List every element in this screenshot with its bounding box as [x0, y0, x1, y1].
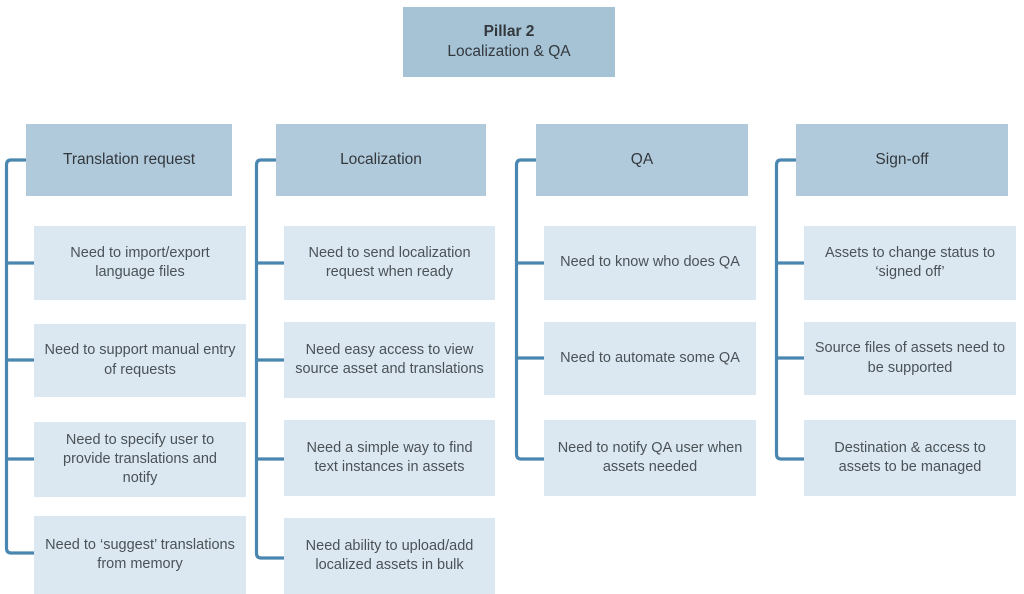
connector-col-1 [4, 158, 34, 555]
leaf-node-col2-item4[interactable]: Need ability to upload/add localized ass… [284, 518, 495, 594]
pillar-header-sign-off[interactable]: Sign-off [796, 124, 1008, 196]
leaf-node-col3-item2[interactable]: Need to automate some QA [544, 322, 756, 395]
leaf-node-label: Need to know who does QA [560, 254, 740, 271]
root-node-text: Pillar 2 Localization & QA [447, 22, 570, 63]
leaf-node-col1-item1[interactable]: Need to import/export language files [34, 226, 246, 300]
leaf-node-col1-item4[interactable]: Need to ‘suggest’ translations from memo… [34, 516, 246, 594]
leaf-node-label: Need ability to upload/add localized ass… [305, 537, 474, 573]
leaf-node-label: Assets to change status to ‘signed off’ [824, 244, 996, 280]
leaf-node-label: Destination & access to assets to be man… [834, 439, 986, 475]
pillar-header-qa[interactable]: QA [536, 124, 748, 196]
pillar-header-label: QA [630, 150, 654, 168]
leaf-node-col2-item1[interactable]: Need to send localization request when r… [284, 226, 495, 300]
pillar-header-localization[interactable]: Localization [276, 124, 486, 196]
leaf-node-col1-item2[interactable]: Need to support manual entry of requests [34, 324, 246, 397]
connector-col-4 [774, 158, 804, 461]
connector-col-2 [254, 158, 284, 560]
leaf-node-col2-item2[interactable]: Need easy access to view source asset an… [284, 322, 495, 398]
leaf-node-col2-item3[interactable]: Need a simple way to find text instances… [284, 420, 495, 496]
pillar-header-label: Sign-off [875, 150, 929, 168]
connector-col-3 [514, 158, 544, 461]
leaf-node-label: Need a simple way to find text instances… [306, 439, 473, 475]
leaf-node-col4-item2[interactable]: Source files of assets need to be suppor… [804, 322, 1016, 395]
leaf-node-label: Need to notify QA user when assets neede… [557, 439, 743, 475]
leaf-node-label: Need to specify user to provide translat… [63, 431, 217, 487]
leaf-node-label: Need easy access to view source asset an… [295, 341, 484, 377]
leaf-node-label: Need to support manual entry of requests [44, 342, 236, 378]
pillar-header-label: Localization [340, 150, 422, 168]
leaf-node-label: Need to automate some QA [560, 349, 740, 366]
leaf-node-col4-item3[interactable]: Destination & access to assets to be man… [804, 420, 1016, 496]
pillar-header-translation-request[interactable]: Translation request [26, 124, 232, 196]
leaf-node-col3-item1[interactable]: Need to know who does QA [544, 226, 756, 300]
leaf-node-label: Need to send localization request when r… [308, 244, 471, 280]
leaf-node-label: Need to ‘suggest’ translations from memo… [45, 536, 235, 572]
root-node-title: Pillar 2 [483, 22, 535, 40]
root-node[interactable]: Pillar 2 Localization & QA [403, 7, 615, 77]
root-node-subtitle: Localization & QA [447, 43, 571, 60]
leaf-node-col3-item3[interactable]: Need to notify QA user when assets neede… [544, 420, 756, 496]
leaf-node-label: Source files of assets need to be suppor… [814, 340, 1006, 376]
leaf-node-label: Need to import/export language files [70, 244, 210, 280]
pillar-header-label: Translation request [62, 150, 196, 168]
leaf-node-col4-item1[interactable]: Assets to change status to ‘signed off’ [804, 226, 1016, 300]
leaf-node-col1-item3[interactable]: Need to specify user to provide translat… [34, 422, 246, 497]
